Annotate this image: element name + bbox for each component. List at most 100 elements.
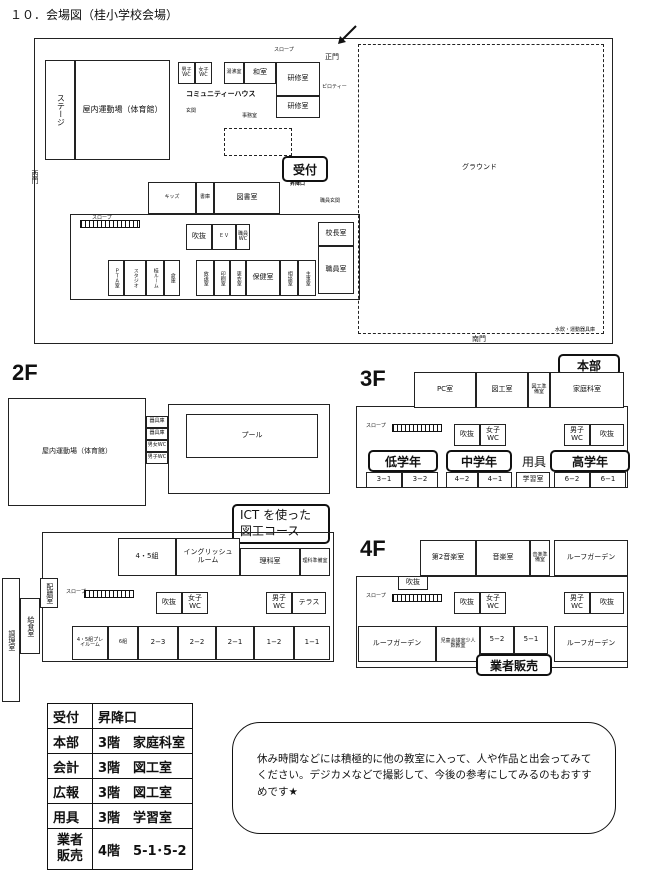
- slope-2f: [84, 590, 134, 598]
- cooking-room: 調理室: [2, 578, 20, 702]
- class-3f-3: 4−1: [478, 472, 512, 488]
- class-2f-5: 1−1: [294, 626, 330, 660]
- atrium-1f: 吹抜: [186, 224, 212, 250]
- low-grade-callout: 低学年: [368, 450, 438, 472]
- room-45: 4・5組: [118, 538, 176, 576]
- wc-1f: 職員WC: [236, 224, 250, 250]
- storage-label: 倉庫: [169, 273, 176, 283]
- atrium-3f-2: 吹抜: [590, 424, 624, 446]
- serving-room: 配膳室: [40, 578, 58, 608]
- entrance-label: 玄関: [186, 108, 197, 114]
- gym-label: 屋内運動場（体育館）: [82, 104, 163, 114]
- girls-wc-2f: 女子WC: [182, 592, 208, 614]
- serving-label: 配膳室: [45, 582, 54, 604]
- slope-4f-label: スロープ: [366, 593, 386, 599]
- page-title: １０．会場図（桂小学校会場）: [10, 8, 179, 22]
- class-2f-0: 6組: [108, 626, 138, 660]
- boys-wc-3f: 男子WC: [564, 424, 590, 446]
- library: 図書室: [214, 182, 280, 214]
- elevator-1f: ＥＶ: [212, 224, 236, 250]
- atrium-2f: 吹抜: [156, 592, 182, 614]
- kitchen-2f: 給食室: [20, 598, 40, 654]
- side-room-2: 器具庫: [146, 428, 168, 440]
- katsura-room: 桂ルーム: [146, 260, 164, 296]
- facility-room: 主事室: [298, 260, 316, 296]
- class-3f-5: 6−2: [554, 472, 590, 488]
- atrium-3f-1: 吹抜: [454, 424, 480, 446]
- studio-label: スタジオ: [132, 268, 139, 288]
- pta-label: ＰＴＡ室: [113, 268, 120, 288]
- entrance-main-label: 昇降口: [290, 181, 306, 187]
- broadcast-label: 放送室: [202, 270, 209, 286]
- music2-room: 第2音楽室: [420, 540, 476, 576]
- arrow-icon: [338, 25, 357, 44]
- library-small: 書庫: [196, 182, 214, 214]
- legend-value: 3階 図工室: [92, 778, 193, 804]
- side-room-4: 男子WC: [146, 452, 168, 464]
- class-3f-6: 6−1: [590, 472, 626, 488]
- training-room-2: 研修室: [276, 96, 320, 118]
- class-4f-1: 5−1: [514, 626, 548, 654]
- legend-value: 3階 学習室: [92, 803, 193, 829]
- pta-room: ＰＴＡ室: [108, 260, 124, 296]
- legend-key: 用具: [47, 803, 93, 829]
- science-room: 理科室: [240, 548, 300, 576]
- counsel-label: 相談室: [286, 270, 293, 286]
- gym-2f: 屋内運動場（体育館）: [8, 398, 146, 506]
- kitchen-1f: 湯沸室: [224, 62, 244, 84]
- side-room-1: 器具庫: [146, 416, 168, 428]
- legend-key: 受付: [47, 703, 93, 729]
- sales-callout: 業者販売: [476, 654, 552, 676]
- boys-wc-1f: 男子WC: [178, 62, 195, 84]
- pilotis-label: ピロティー: [322, 84, 347, 90]
- terrace: テラス: [292, 592, 326, 614]
- slope-left-label: スロープ: [92, 215, 112, 221]
- ict-callout: ICT を使った図工コース: [232, 504, 330, 544]
- side-room-3: 男女WC: [146, 440, 168, 452]
- note-box: 休み時間などには積極的に他の教室に入って、人や作品と出会ってみてください。デジカ…: [232, 722, 616, 834]
- science-prep: 理科準備室: [300, 548, 330, 576]
- ground-label: グラウンド: [462, 163, 497, 171]
- office-label: 事務室: [242, 113, 258, 119]
- pool-area: [168, 404, 330, 494]
- legend-key: 業者販売: [47, 828, 93, 870]
- cooking-label: 調理室: [7, 629, 16, 651]
- legend-key: 本部: [47, 728, 93, 754]
- legend-key: 会計: [47, 753, 93, 779]
- art-prep: 図工準備室: [528, 372, 550, 408]
- slope-3f-label: スロープ: [366, 423, 386, 429]
- roof-garden-2: ルーフガーデン: [358, 626, 436, 662]
- staff-entrance-label: 職員玄関: [320, 198, 341, 204]
- slope-top-label: スロープ: [274, 47, 294, 53]
- class-4f-0: 5−2: [480, 626, 514, 654]
- community-label: コミュニティーハウス: [186, 90, 256, 98]
- main-building-1f: [70, 214, 360, 300]
- pool: プール: [186, 414, 318, 458]
- print-label: 印刷室: [219, 270, 226, 286]
- home-ec-room: 家庭科室: [550, 372, 624, 408]
- legend-value: 3階 図工室: [92, 753, 193, 779]
- floor2-label: 2F: [12, 360, 38, 385]
- broadcast-room: 放送室: [196, 260, 214, 296]
- staff-room: 職員室: [318, 246, 354, 294]
- small-group-room: 児童会議室少人数教室: [436, 626, 480, 662]
- principal-room: 校長室: [318, 222, 354, 246]
- class-3f-0: 3−1: [366, 472, 402, 488]
- storage-1f: 倉庫: [164, 260, 180, 296]
- roof-garden-1: ルーフガーデン: [554, 540, 628, 576]
- supply-label: 用具: [522, 455, 547, 469]
- girls-wc-1f: 女子WC: [195, 62, 212, 84]
- high-grade-callout: 高学年: [550, 450, 630, 472]
- atrium-4f-2: 吹抜: [454, 592, 480, 614]
- studio: スタジオ: [124, 260, 146, 296]
- atrium-4f-1: 吹抜: [398, 576, 428, 590]
- ground-area: [358, 44, 604, 334]
- play-room: 4・5組プレイルーム: [72, 626, 108, 660]
- mid-grade-callout: 中学年: [446, 450, 512, 472]
- training-room-1: 研修室: [276, 62, 320, 96]
